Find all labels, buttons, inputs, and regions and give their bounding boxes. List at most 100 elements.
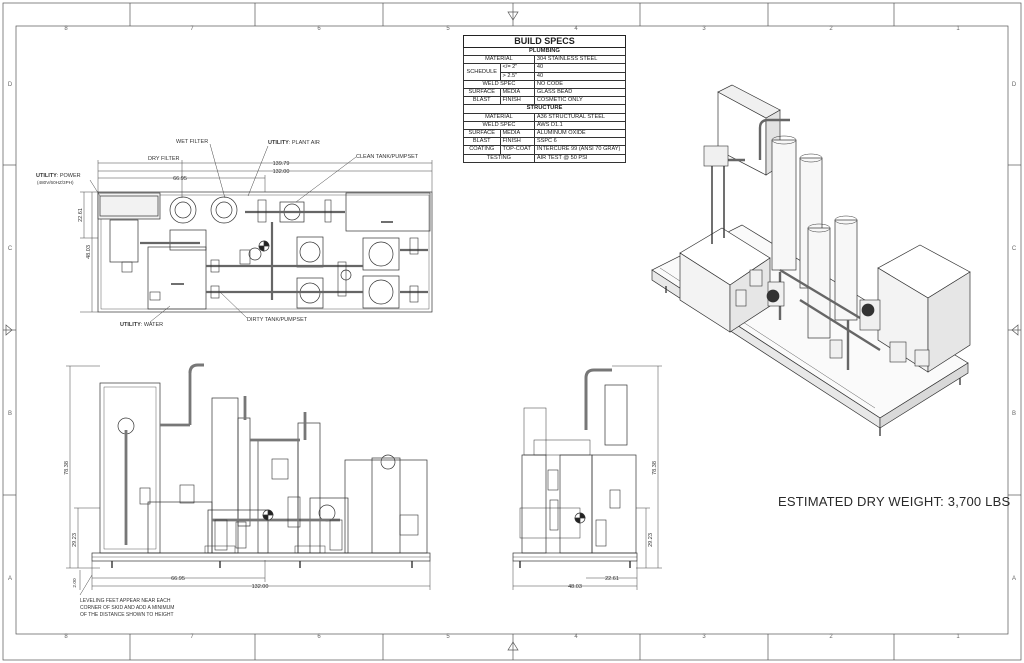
spec-value: A36 STRUCTURAL STEEL [533, 112, 627, 122]
front-dim-labels: 78.38 29.23 66.95 132.00 2.00 [64, 461, 268, 590]
zone-col-top: 7 [190, 26, 194, 32]
plan-callouts: WET FILTER DRY FILTER UTILITY: PLANT AIR… [36, 139, 419, 328]
spec-value: COSMETIC ONLY [533, 96, 627, 106]
plan-dimensions [80, 160, 433, 313]
side-dim-a: 22.61 [605, 576, 619, 582]
spec-label: WELD SPEC [463, 79, 535, 90]
zone-col-top: 2 [829, 26, 833, 32]
spec-value: 40 [533, 63, 627, 73]
spec-label: COATING [463, 145, 501, 155]
zone-col-bottom: 4 [574, 634, 578, 640]
front-dim-height: 78.38 [64, 461, 70, 475]
power-spec-label: (480V/60HZ/3PH) [37, 180, 74, 185]
plan-dim-labels: 139.79 132.00 66.95 22.61 48.03 [78, 161, 289, 259]
plumbing-header: PLUMBING [463, 46, 626, 57]
plan-dim-overall: 139.79 [273, 161, 290, 167]
specs-title: BUILD SPECS [463, 35, 626, 48]
plan-view [97, 191, 433, 313]
isometric-view [651, 84, 971, 436]
zone-row-right: D [1012, 82, 1017, 88]
plan-dim-half: 66.95 [173, 176, 187, 182]
zone-row-left: B [8, 411, 12, 417]
spec-label: WELD SPEC [463, 120, 535, 131]
front-dim-a: 66.95 [171, 576, 185, 582]
spec-value: 304 STAINLESS STEEL [533, 55, 627, 65]
side-dim-b: 48.03 [568, 584, 582, 590]
zone-col-bottom: 3 [702, 634, 706, 640]
spec-value: NO CODE [533, 79, 627, 90]
spec-value: SSPC 6 [533, 137, 627, 147]
spec-value: INTERCURE 99 (ANSI 70 GRAY) [533, 145, 627, 155]
zone-row-left: C [8, 246, 13, 252]
spec-label: SURFACE [463, 129, 501, 139]
spec-value: 40 [533, 71, 627, 81]
zone-col-bottom: 8 [64, 634, 68, 640]
side-dim-labels: 78.38 29.23 22.61 48.03 [568, 461, 658, 590]
zone-col-top: 6 [317, 26, 321, 32]
zone-col-bottom: 1 [956, 634, 960, 640]
clean-tank-label: CLEAN TANK/PUMPSET [356, 154, 419, 160]
spec-sublabel: </= 2" [499, 63, 535, 73]
zone-col-bottom: 7 [190, 634, 194, 640]
utility-power-label: UTILITY: POWER [36, 173, 81, 179]
front-view [91, 363, 431, 568]
centering-marks [5, 11, 1019, 651]
spec-label: SCHEDULE [463, 63, 501, 81]
zone-col-bottom: 5 [446, 634, 450, 640]
zone-row-right: C [1012, 246, 1017, 252]
plan-callout-leaders [89, 143, 357, 323]
utility-water-label: UTILITY: WATER [120, 322, 163, 328]
spec-label: BLAST [463, 137, 501, 147]
leveling-note-line-1: LEVELING FEET APPEAR NEAR EACH [80, 598, 171, 604]
side-dimensions [512, 365, 662, 590]
dry-filter-label: DRY FILTER [148, 156, 180, 162]
plan-dim-depth-a: 22.61 [78, 208, 84, 222]
spec-label: SURFACE [463, 88, 501, 98]
zone-row-right: B [1012, 411, 1016, 417]
front-dim-b: 132.00 [252, 584, 269, 590]
plan-dim-depth-b: 48.03 [86, 245, 92, 259]
zone-col-top: 8 [64, 26, 68, 32]
zone-col-bottom: 6 [317, 634, 321, 640]
leveling-note-line-2: CORNER OF SKID AND ADD A MINIMUM [80, 605, 174, 611]
spec-value: ALUMINUM OXIDE [533, 129, 627, 139]
zone-col-top: 3 [702, 26, 706, 32]
dirty-tank-label: DIRTY TANK/PUMPSET [247, 317, 308, 323]
zone-labels: 8 7 6 5 4 3 2 1 8 7 6 5 4 3 2 1 D C B A … [8, 26, 1017, 640]
zone-row-left: D [8, 82, 13, 88]
spec-label: BLAST [463, 96, 501, 106]
wet-filter-label: WET FILTER [176, 139, 208, 145]
zone-col-top: 1 [956, 26, 960, 32]
spec-sublabel: TOP-COAT [499, 145, 535, 155]
spec-sublabel: MEDIA [499, 88, 535, 98]
leveling-note-line-3: OF THE DISTANCE SHOWN TO HEIGHT [80, 612, 174, 618]
spec-label: MATERIAL [463, 55, 535, 65]
zone-row-right: A [1012, 576, 1016, 582]
leveling-note: LEVELING FEET APPEAR NEAR EACH CORNER OF… [80, 598, 174, 618]
plan-dim-skid: 132.00 [273, 169, 290, 175]
zone-col-bottom: 2 [829, 634, 833, 640]
structure-header: STRUCTURE [463, 104, 626, 114]
spec-sublabel: FINISH [499, 137, 535, 147]
spec-value: AIR TEST @ 50 PSI [533, 153, 627, 163]
spec-value: AWS D1.1 [533, 120, 627, 131]
spec-label: TESTING [463, 153, 535, 163]
side-dim-mid-height: 29.23 [648, 533, 654, 547]
front-dimensions [66, 365, 431, 596]
spec-sublabel: FINISH [499, 96, 535, 106]
estimated-dry-weight: ESTIMATED DRY WEIGHT: 3,700 LBS [778, 494, 1011, 509]
side-dim-height: 78.38 [652, 461, 658, 475]
spec-sublabel: > 2.5" [499, 71, 535, 81]
spec-sublabel: MEDIA [499, 129, 535, 139]
front-dim-foot: 2.00 [72, 578, 78, 588]
spec-label: MATERIAL [463, 112, 535, 122]
zone-col-top: 5 [446, 26, 450, 32]
front-dim-mid-height: 29.23 [72, 533, 78, 547]
utility-air-label: UTILITY: PLANT AIR [268, 140, 320, 146]
side-view [512, 368, 638, 568]
spec-value: GLASS BEAD [533, 88, 627, 98]
zone-col-top: 4 [574, 26, 578, 32]
